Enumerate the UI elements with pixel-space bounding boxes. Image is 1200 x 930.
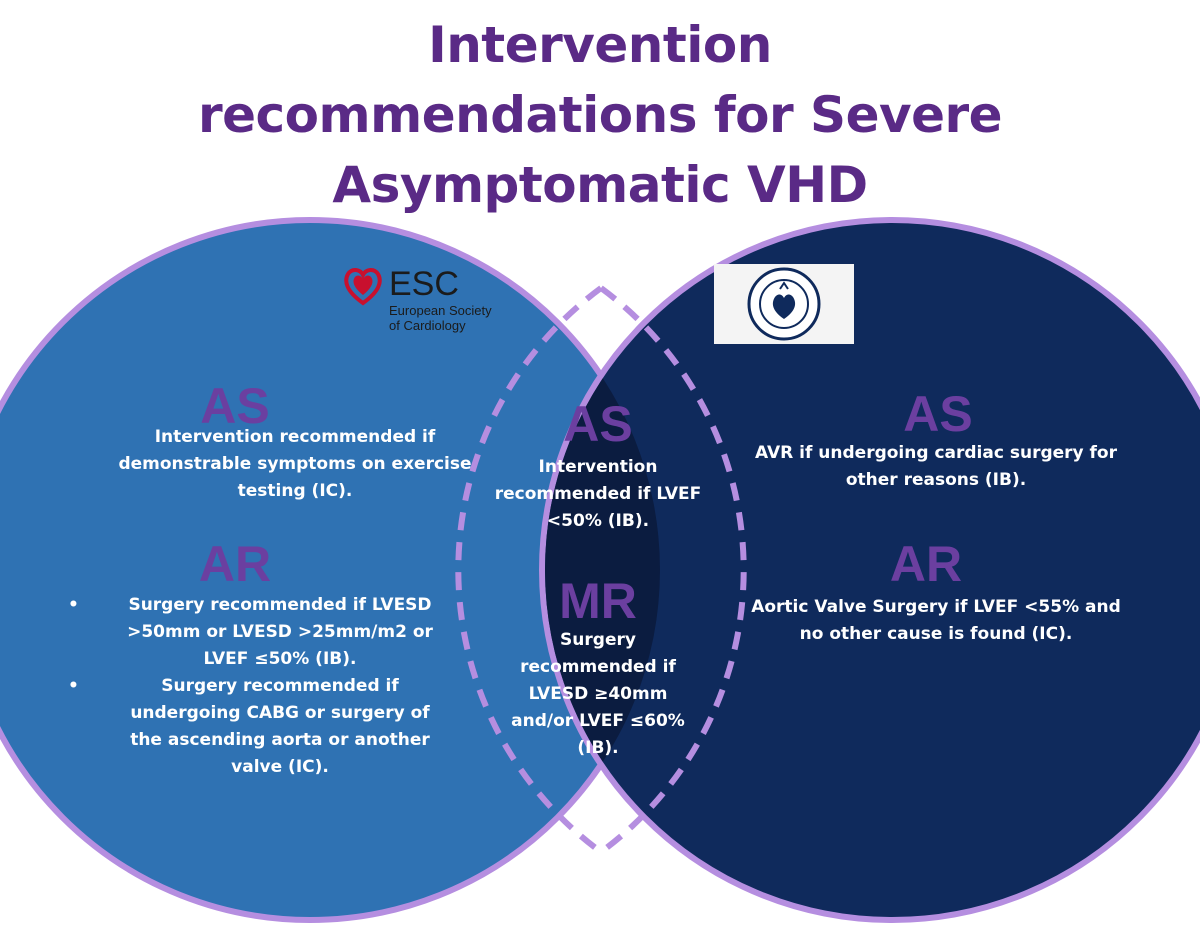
acc-as-heading: AS [903, 386, 973, 442]
overlap-mr-line: and/or LVEF ≤60% [511, 711, 685, 731]
overlap-mr-text: Surgery recommended if LVESD ≥40mm and/o… [488, 627, 708, 762]
esc-as-line: Intervention recommended if [154, 427, 436, 447]
esc-ar-line: undergoing CABG or surgery of [130, 703, 430, 723]
overlap-mr-line: Surgery [560, 630, 636, 650]
esc-logo: ESC European Society of Cardiology [342, 265, 522, 340]
acc-ar-text: Aortic Valve Surgery if LVEF <55% and no… [726, 594, 1146, 648]
acc-ar-line: Aortic Valve Surgery if LVEF <55% and [751, 597, 1121, 617]
acc-circle [539, 217, 1200, 923]
title-line-2: recommendations for Severe [197, 86, 1003, 144]
overlap-dashed-left [455, 285, 603, 855]
esc-ar-line: Surgery recommended if LVESD [128, 595, 432, 615]
title-line-1: Intervention [428, 16, 772, 74]
overlap-dashed-right [599, 285, 747, 855]
esc-ar-list: • Surgery recommended if LVESD >50mm or … [68, 592, 460, 781]
bullet-icon: • [68, 595, 79, 615]
esc-as-text: Intervention recommended if demonstrable… [80, 424, 510, 505]
esc-abbr: ESC [389, 265, 459, 303]
acc-as-line: AVR if undergoing cardiac surgery for [754, 443, 1117, 463]
esc-as-heading: AS [200, 378, 270, 434]
overlap-as-line: Intervention [538, 457, 658, 477]
acc-ar-line: no other cause is found (IC). [799, 624, 1073, 644]
esc-ar-line: Surgery recommended if [161, 676, 399, 696]
acc-as-text: AVR if undergoing cardiac surgery for ot… [726, 440, 1146, 494]
heart-logo-icon [344, 268, 382, 306]
bullet-icon: • [68, 676, 79, 696]
esc-as-line: demonstrable symptoms on exercise [118, 454, 472, 474]
overlap-mr-line: recommended if [520, 657, 676, 677]
esc-ar-heading: AR [198, 536, 272, 592]
list-item: • Surgery recommended if LVESD >50mm or … [68, 592, 460, 673]
esc-ar-line: LVEF ≤50% (IB). [203, 649, 357, 669]
overlap-as-heading: AS [563, 396, 633, 452]
overlap-mr-heading: MR [559, 573, 637, 629]
overlap-mr-line: (IB). [577, 738, 619, 758]
acc-as-line: other reasons (IB). [845, 470, 1027, 490]
esc-name-line-2: of Cardiology [389, 318, 466, 333]
esc-ar-line: the ascending aorta or another [130, 730, 430, 750]
esc-name-line-1: European Society [389, 303, 492, 318]
acc-logo [714, 264, 854, 344]
american-college-of-cardiology-seal-icon [747, 267, 821, 341]
overlap-mr-line: LVESD ≥40mm [528, 684, 668, 704]
title-line-3: Asymptomatic VHD [332, 156, 868, 214]
esc-ar-line: valve (IC). [231, 757, 329, 777]
page-title: Intervention recommendations for Severe … [0, 10, 1200, 220]
acc-ar-heading: AR [889, 536, 963, 592]
overlap-as-line: <50% (IB). [546, 511, 650, 531]
overlap-as-line: recommended if LVEF [494, 484, 702, 504]
esc-ar-line: >50mm or LVESD >25mm/m2 or [127, 622, 433, 642]
overlap-as-text: Intervention recommended if LVEF <50% (I… [478, 454, 718, 535]
esc-as-line: testing (IC). [237, 481, 353, 501]
list-item: • Surgery recommended if undergoing CABG… [68, 673, 460, 781]
